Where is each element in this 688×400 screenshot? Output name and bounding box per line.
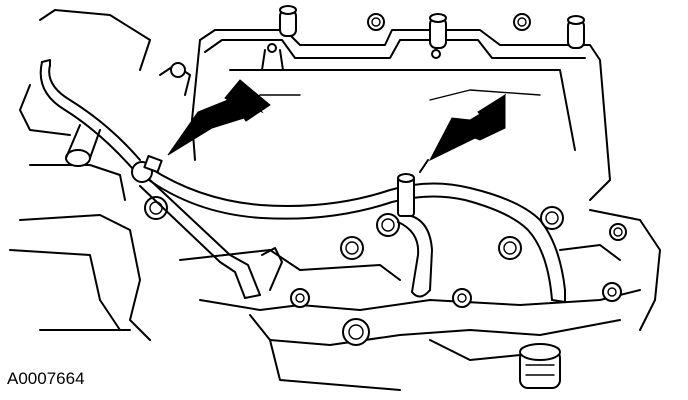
bolts [144,196,627,346]
lower-stud [519,343,561,389]
hose-left-lower [139,179,283,299]
lower-manifold [179,209,661,391]
hose-left-upper [39,59,141,169]
callout-arrow-left [167,79,271,156]
callout-arrow-right [419,93,507,173]
left-engine-structure [9,9,191,341]
hose-center [397,214,433,298]
cover-studs [261,5,585,71]
hose-clip-left [131,154,163,183]
hose-tee-connector [397,173,415,217]
figure-id-label: A0007664 [7,369,85,388]
